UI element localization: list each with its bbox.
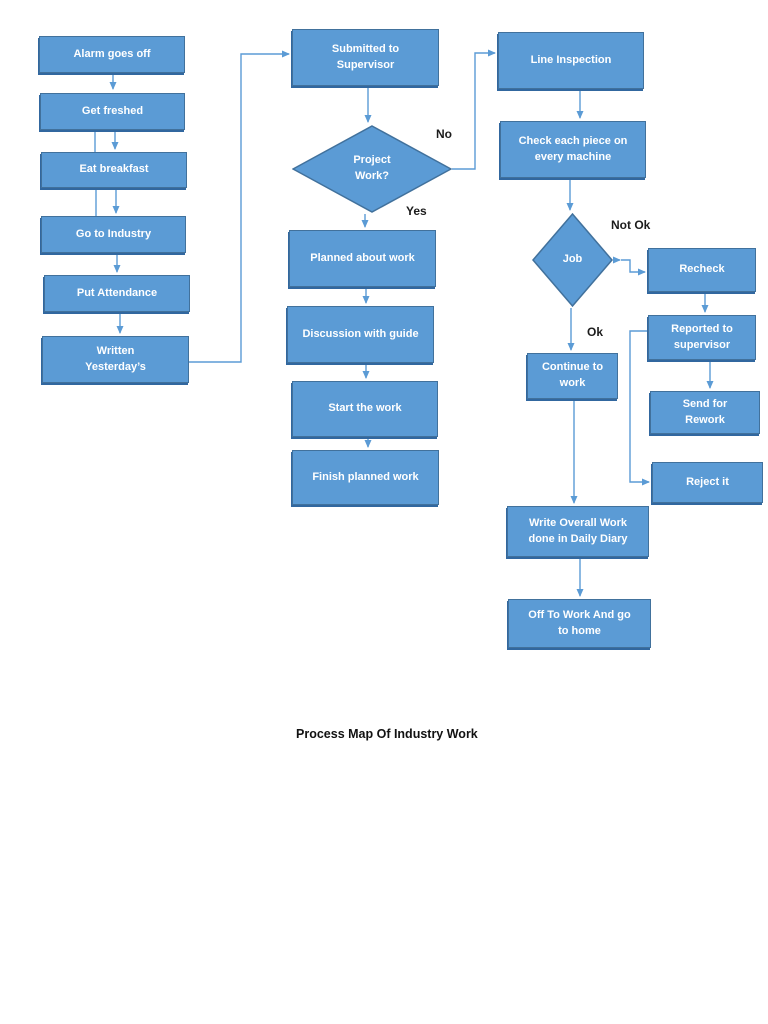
node-planned-about-work: Planned about work bbox=[289, 230, 436, 287]
diamond-shape bbox=[292, 125, 452, 213]
diagram-title: Process Map Of Industry Work bbox=[296, 727, 478, 741]
node-label: Put Attendance bbox=[76, 286, 158, 299]
node-label: Check each piece on every machine bbox=[518, 134, 628, 163]
edge-label-no: No bbox=[436, 127, 452, 141]
node-label: Recheck bbox=[679, 263, 725, 276]
node-off-to-work: Off To Work And go to home bbox=[508, 599, 651, 648]
node-label: Discussion with guide bbox=[302, 327, 419, 340]
edge-label-not-ok: Not Ok bbox=[611, 218, 651, 232]
node-label: Job bbox=[562, 253, 583, 266]
node-start-the-work: Start the work bbox=[292, 381, 438, 437]
node-label: Written Yesterday’s bbox=[85, 344, 146, 373]
node-label: Write Overall Work done in Daily Diary bbox=[528, 516, 628, 545]
node-label: Go to Industry bbox=[75, 227, 152, 240]
diamond-shape bbox=[532, 213, 613, 307]
connector-job-notok-to-recheck bbox=[621, 259, 646, 276]
node-continue-to-work: Continue to work bbox=[527, 353, 618, 399]
node-label: Line Inspection bbox=[530, 53, 612, 66]
node-label: Continue to work bbox=[541, 361, 604, 389]
node-finish-planned-work: Finish planned work bbox=[292, 450, 439, 505]
node-send-for-rework: Send for Rework bbox=[650, 391, 760, 434]
node-label: Submitted to Supervisor bbox=[331, 42, 400, 71]
node-label: Reported to supervisor bbox=[671, 322, 733, 351]
node-label: Get freshed bbox=[81, 104, 144, 117]
node-discussion-with-guide: Discussion with guide bbox=[287, 306, 434, 363]
node-write-overall-work: Write Overall Work done in Daily Diary bbox=[507, 506, 649, 557]
node-recheck: Recheck bbox=[648, 248, 756, 292]
node-label: Eat breakfast bbox=[79, 163, 149, 176]
connector-written-to-submitted bbox=[189, 50, 290, 363]
node-label: Send for Rework bbox=[682, 397, 728, 426]
node-put-attendance: Put Attendance bbox=[44, 275, 190, 312]
node-submitted-to-supervisor: Submitted to Supervisor bbox=[292, 29, 439, 86]
node-label: Alarm goes off bbox=[73, 47, 151, 60]
node-line-inspection: Line Inspection bbox=[498, 32, 644, 89]
node-reject-it: Reject it bbox=[652, 462, 763, 503]
node-go-to-industry: Go to Industry bbox=[41, 216, 186, 253]
node-get-freshed: Get freshed bbox=[40, 93, 185, 130]
node-reported-to-supervisor: Reported to supervisor bbox=[648, 315, 756, 360]
node-label: Start the work bbox=[328, 402, 402, 415]
edge-label-yes: Yes bbox=[406, 204, 427, 218]
node-label: Finish planned work bbox=[312, 470, 419, 483]
node-written-yesterdays: Written Yesterday’s bbox=[42, 336, 189, 383]
connector-projectwork-no-to-lineinspection bbox=[452, 49, 496, 170]
node-job-decision: Job bbox=[532, 213, 613, 307]
node-alarm-goes-off: Alarm goes off bbox=[39, 36, 185, 73]
node-label: Off To Work And go to home bbox=[528, 608, 631, 637]
node-label: Reject it bbox=[686, 475, 729, 488]
connector-reported-to-reject bbox=[629, 330, 650, 486]
node-label: Planned about work bbox=[310, 251, 415, 264]
node-label: Project Work? bbox=[353, 154, 391, 182]
node-check-each-piece: Check each piece on every machine bbox=[500, 121, 646, 178]
edge-label-ok: Ok bbox=[587, 325, 604, 339]
node-eat-breakfast: Eat breakfast bbox=[41, 152, 187, 188]
node-project-work-decision: Project Work? bbox=[292, 125, 452, 213]
